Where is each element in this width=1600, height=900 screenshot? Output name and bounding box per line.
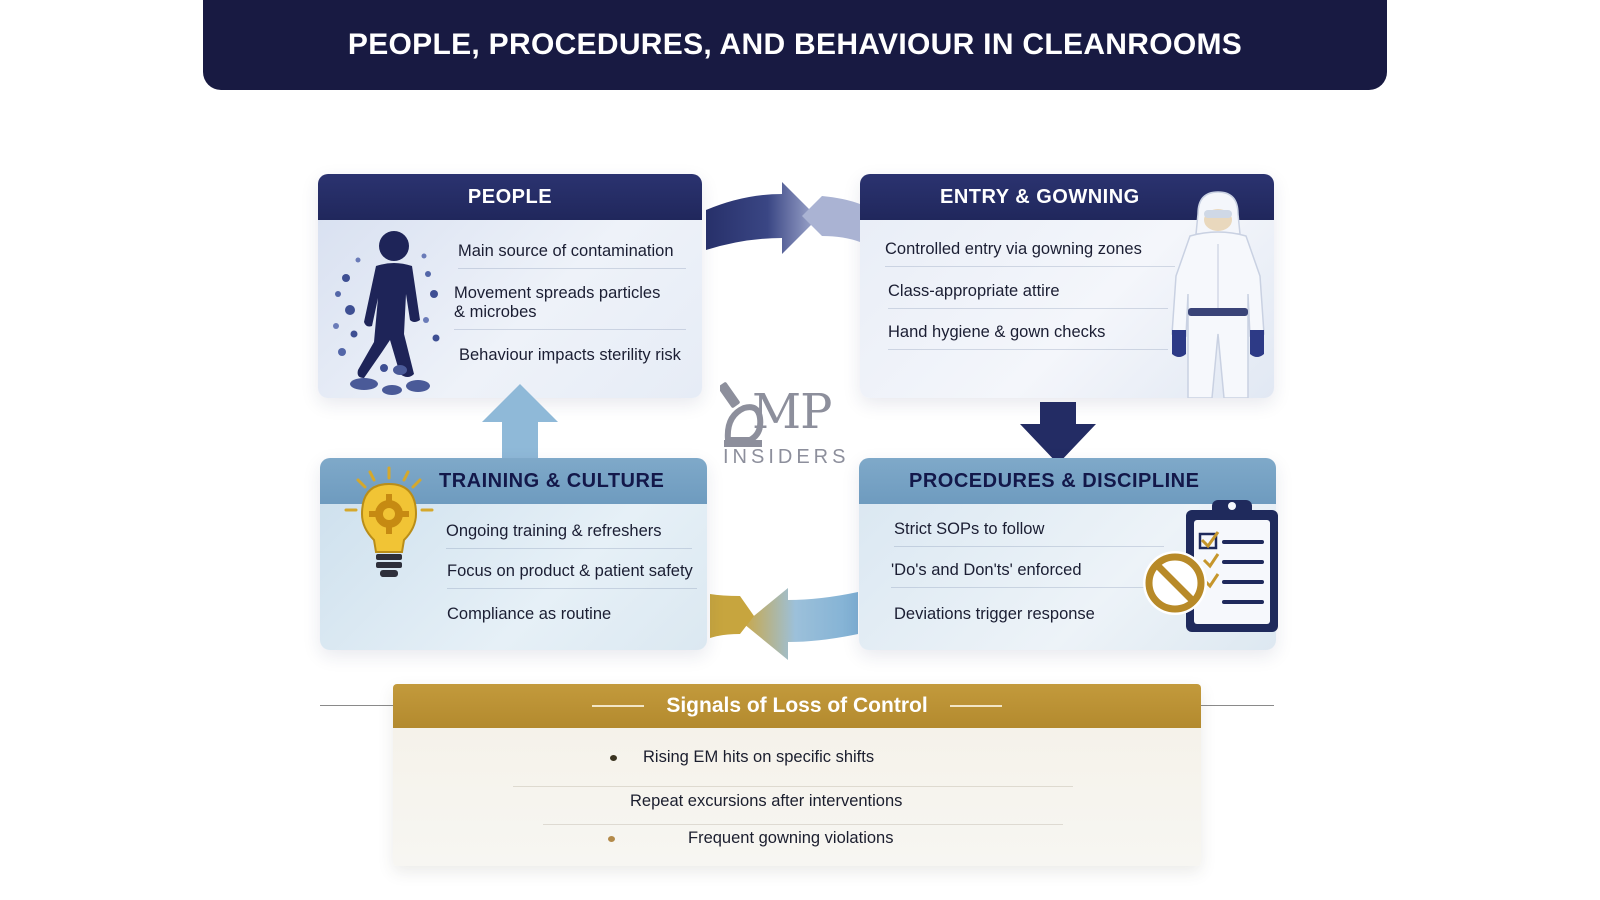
entry-item-3: Hand hygiene & gown checks [888,323,1168,350]
signal-bullet-3 [608,836,615,842]
microscope-icon [720,382,764,447]
arrow-entry-to-procedures [1020,402,1096,464]
arrow-people-to-entry [706,182,860,254]
logo-mark: MP [752,384,832,440]
signals-card-body: Rising EM hits on specific shifts Repeat… [393,728,1201,866]
training-item-2: Focus on product & patient safety [447,562,697,589]
page-title: PEOPLE, PROCEDURES, AND BEHAVIOUR IN CLE… [347,28,1243,61]
arrow-training-to-people [482,384,558,458]
prohibited-icon [1143,551,1207,615]
person-particles-icon [333,231,440,395]
gowned-worker-icon [1171,191,1265,398]
signal-item-2: Repeat excursions after interventions [630,792,903,810]
training-culture-card: TRAINING & CULTURE Ongoing training & re… [320,458,707,650]
people-item-2-line-1: Movement spreads particles [454,284,661,302]
training-item-1: Ongoing training & refreshers [446,522,692,549]
entry-gowning-card-title: ENTRY & GOWNING [940,185,1140,208]
people-item-2-line-2: & microbes [454,303,537,321]
signals-card-header: Signals of Loss of Control [393,684,1201,728]
entry-gowning-card: ENTRY & GOWNING Controlled entry via gow… [860,174,1274,398]
signal-divider-2 [543,824,1063,825]
logo-text: INSIDERS [723,446,850,468]
gmp-insiders-logo: MP INSIDERS [720,378,860,470]
people-card-title: PEOPLE [467,185,553,208]
procedures-item-2: 'Do's and Don'ts' enforced [891,561,1159,588]
signals-divider-right [1200,705,1274,706]
entry-item-1: Controlled entry via gowning zones [885,240,1175,267]
people-card-body: Main source of contamination Movement sp… [318,220,702,398]
clipboard-checklist-icon [1186,500,1278,632]
signal-item-1: Rising EM hits on specific shifts [643,748,875,766]
procedures-discipline-card-title: PROCEDURES & DISCIPLINE [909,469,1200,492]
arrow-procedures-to-training [710,588,858,660]
people-card-header: PEOPLE [318,174,702,220]
people-item-2: Movement spreads particles & microbes [454,284,686,330]
signals-header-dash-right [949,705,1002,707]
lightbulb-gear-icon [344,466,434,577]
signals-header-dash-left [592,705,645,707]
title-bar: PEOPLE, PROCEDURES, AND BEHAVIOUR IN CLE… [203,0,1387,90]
signal-divider-1 [513,786,1073,787]
signals-card: Signals of Loss of Control Rising EM hit… [393,684,1201,866]
people-card: PEOPLE Main source of contamination Move… [318,174,702,398]
signals-divider-left [320,705,394,706]
people-item-3: Behaviour impacts sterility risk [459,346,681,364]
signals-card-title: Signals of Loss of Control [666,694,928,717]
people-item-1: Main source of contamination [458,242,686,269]
procedures-item-3: Deviations trigger response [894,605,1095,623]
training-culture-card-title: TRAINING & CULTURE [439,469,665,492]
procedures-item-1: Strict SOPs to follow [894,520,1164,547]
training-item-3: Compliance as routine [447,605,612,623]
signal-bullet-1 [610,755,617,761]
entry-item-2: Class-appropriate attire [888,282,1168,309]
signal-item-3: Frequent gowning violations [688,829,894,847]
procedures-discipline-card-header: PROCEDURES & DISCIPLINE [859,458,1276,504]
entry-gowning-card-header: ENTRY & GOWNING [860,174,1274,220]
